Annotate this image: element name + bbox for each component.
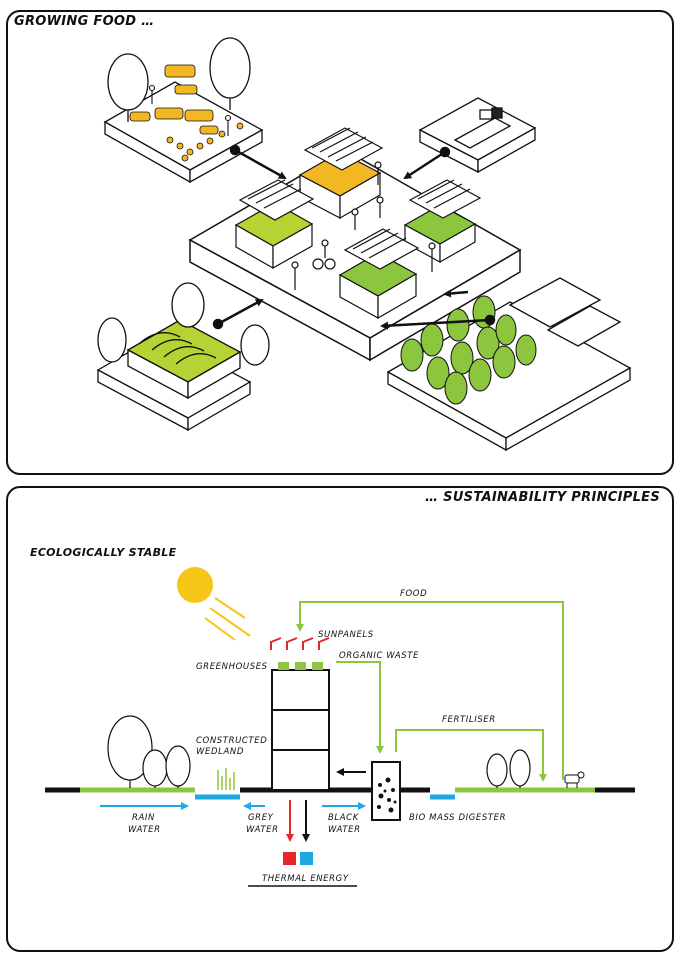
cows bbox=[129, 64, 244, 162]
label-rain-water: WATER bbox=[128, 825, 161, 835]
greenhouse-farm bbox=[96, 282, 270, 432]
label-fertiliser: FERTILISER bbox=[442, 715, 496, 725]
label-organic-waste: ORGANIC WASTE bbox=[339, 651, 419, 661]
bottom-panel-title: … SUSTAINABILITY PRINCIPLES bbox=[425, 490, 660, 505]
label-black-water: WATER bbox=[328, 825, 361, 835]
ship-module bbox=[418, 97, 537, 174]
thermal-cold-square bbox=[300, 852, 313, 865]
label-constructed: CONSTRUCTED bbox=[196, 736, 267, 746]
wetland-reeds bbox=[217, 768, 235, 790]
supply-arrows bbox=[212, 144, 496, 330]
trees-left bbox=[107, 715, 191, 788]
label-grey: GREY bbox=[248, 813, 274, 823]
livestock-farm bbox=[103, 37, 264, 184]
bio-mass-digester bbox=[371, 761, 401, 821]
farmer-figures bbox=[148, 84, 232, 136]
green-flow-arrows bbox=[296, 601, 564, 782]
greenhouse-modules bbox=[278, 662, 323, 670]
label-thermal-energy: THERMAL ENERGY bbox=[262, 874, 349, 884]
label-wedland: WEDLAND bbox=[196, 747, 244, 757]
label-grey-water: WATER bbox=[246, 825, 279, 835]
label-food: FOOD bbox=[400, 589, 427, 599]
greenhouse-green-bottom bbox=[338, 228, 420, 320]
trees-right bbox=[486, 749, 531, 788]
thermal-hot-square bbox=[283, 852, 296, 865]
label-greenhouses: GREENHOUSES bbox=[196, 662, 268, 672]
sun-icon bbox=[177, 567, 251, 641]
greenhouse-orange bbox=[298, 127, 384, 220]
greenhouse-green-left bbox=[234, 179, 315, 270]
bottom-panel-subtitle: ECOLOGICALLY STABLE bbox=[30, 546, 177, 559]
building bbox=[271, 669, 330, 791]
top-panel-title: GROWING FOOD … bbox=[14, 14, 155, 29]
greenhouse-green-right bbox=[403, 179, 482, 264]
label-rain: RAIN bbox=[132, 813, 155, 823]
label-bio-mass-digester: BIO MASS DIGESTER bbox=[409, 813, 506, 823]
cow-icon bbox=[564, 771, 585, 788]
label-sunpanels: SUNPANELS bbox=[318, 630, 374, 640]
label-black: BLACK bbox=[328, 813, 360, 823]
ground-line bbox=[45, 787, 635, 800]
people-figures bbox=[291, 161, 436, 290]
sunpanels bbox=[270, 637, 330, 650]
